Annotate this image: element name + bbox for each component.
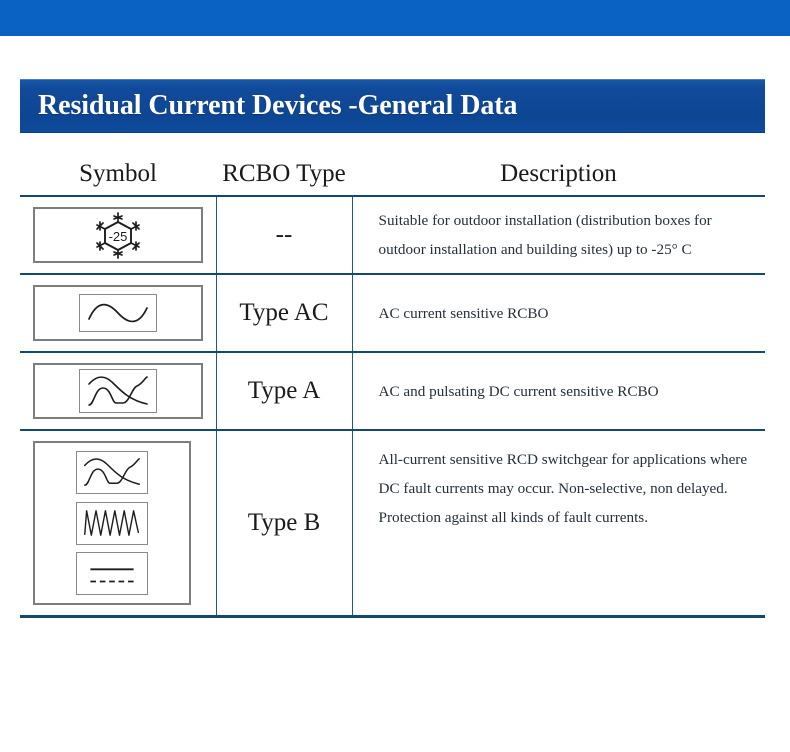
sine-wave-symbol	[33, 285, 203, 341]
snowflake-temperature-label: -25	[109, 229, 128, 244]
rcbo-type-label: Type AC	[239, 299, 329, 326]
symbol-cell	[20, 352, 216, 431]
high-frequency-zigzag-symbol	[76, 501, 148, 545]
description-cell: All-current sensitive RCD switchgear for…	[351, 430, 765, 618]
description-cell: Suitable for outdoor installation (distr…	[351, 196, 765, 275]
pulsating-dc-symbol	[33, 363, 203, 419]
rcd-general-data-table: Symbol RCBO Type Description	[20, 158, 765, 618]
rcbo-type-label: Type A	[247, 377, 321, 404]
table-row: -25 -- Suitable for outdoor installation…	[20, 196, 765, 275]
description-cell: AC current sensitive RCBO	[351, 274, 765, 353]
page-title-banner: Residual Current Devices -General Data	[20, 79, 765, 133]
pulsating-dc-inner-frame	[79, 369, 157, 413]
table-header-row: Symbol RCBO Type Description	[20, 158, 765, 197]
table-row: Type AC AC current sensitive RCBO	[20, 274, 765, 353]
rcbo-type-cell: Type A	[215, 352, 352, 431]
description-text: Suitable for outdoor installation (distr…	[378, 212, 712, 258]
snowflake-minus-25-symbol: -25	[33, 207, 203, 263]
rcbo-type-cell: --	[215, 196, 352, 275]
all-current-symbol-group	[33, 441, 191, 605]
description-text: AC and pulsating DC current sensitive RC…	[378, 382, 659, 400]
top-accent-bar	[0, 0, 790, 36]
symbol-cell	[20, 274, 216, 353]
column-header-description: Description	[352, 158, 765, 197]
column-header-rcbo-type: RCBO Type	[216, 158, 352, 197]
table-row: Type A AC and pulsating DC current sensi…	[20, 352, 765, 431]
rcbo-type-cell: Type B	[215, 430, 352, 618]
table-row: Type B All-current sensitive RCD switchg…	[20, 430, 765, 618]
page-title: Residual Current Devices -General Data	[38, 90, 518, 121]
description-text: AC current sensitive RCBO	[378, 304, 549, 322]
description-text: All-current sensitive RCD switchgear for…	[378, 451, 748, 526]
symbol-cell	[20, 430, 216, 618]
sine-wave-inner-frame	[79, 294, 157, 332]
column-header-symbol: Symbol	[20, 158, 216, 197]
rcbo-type-cell: Type AC	[215, 274, 352, 353]
direct-current-symbol	[76, 552, 148, 596]
description-cell: AC and pulsating DC current sensitive RC…	[351, 352, 765, 431]
rcbo-type-label: --	[275, 221, 293, 248]
rcbo-type-label: Type B	[247, 509, 321, 536]
pulsating-dc-symbol	[76, 450, 148, 494]
symbol-cell: -25	[20, 196, 216, 275]
